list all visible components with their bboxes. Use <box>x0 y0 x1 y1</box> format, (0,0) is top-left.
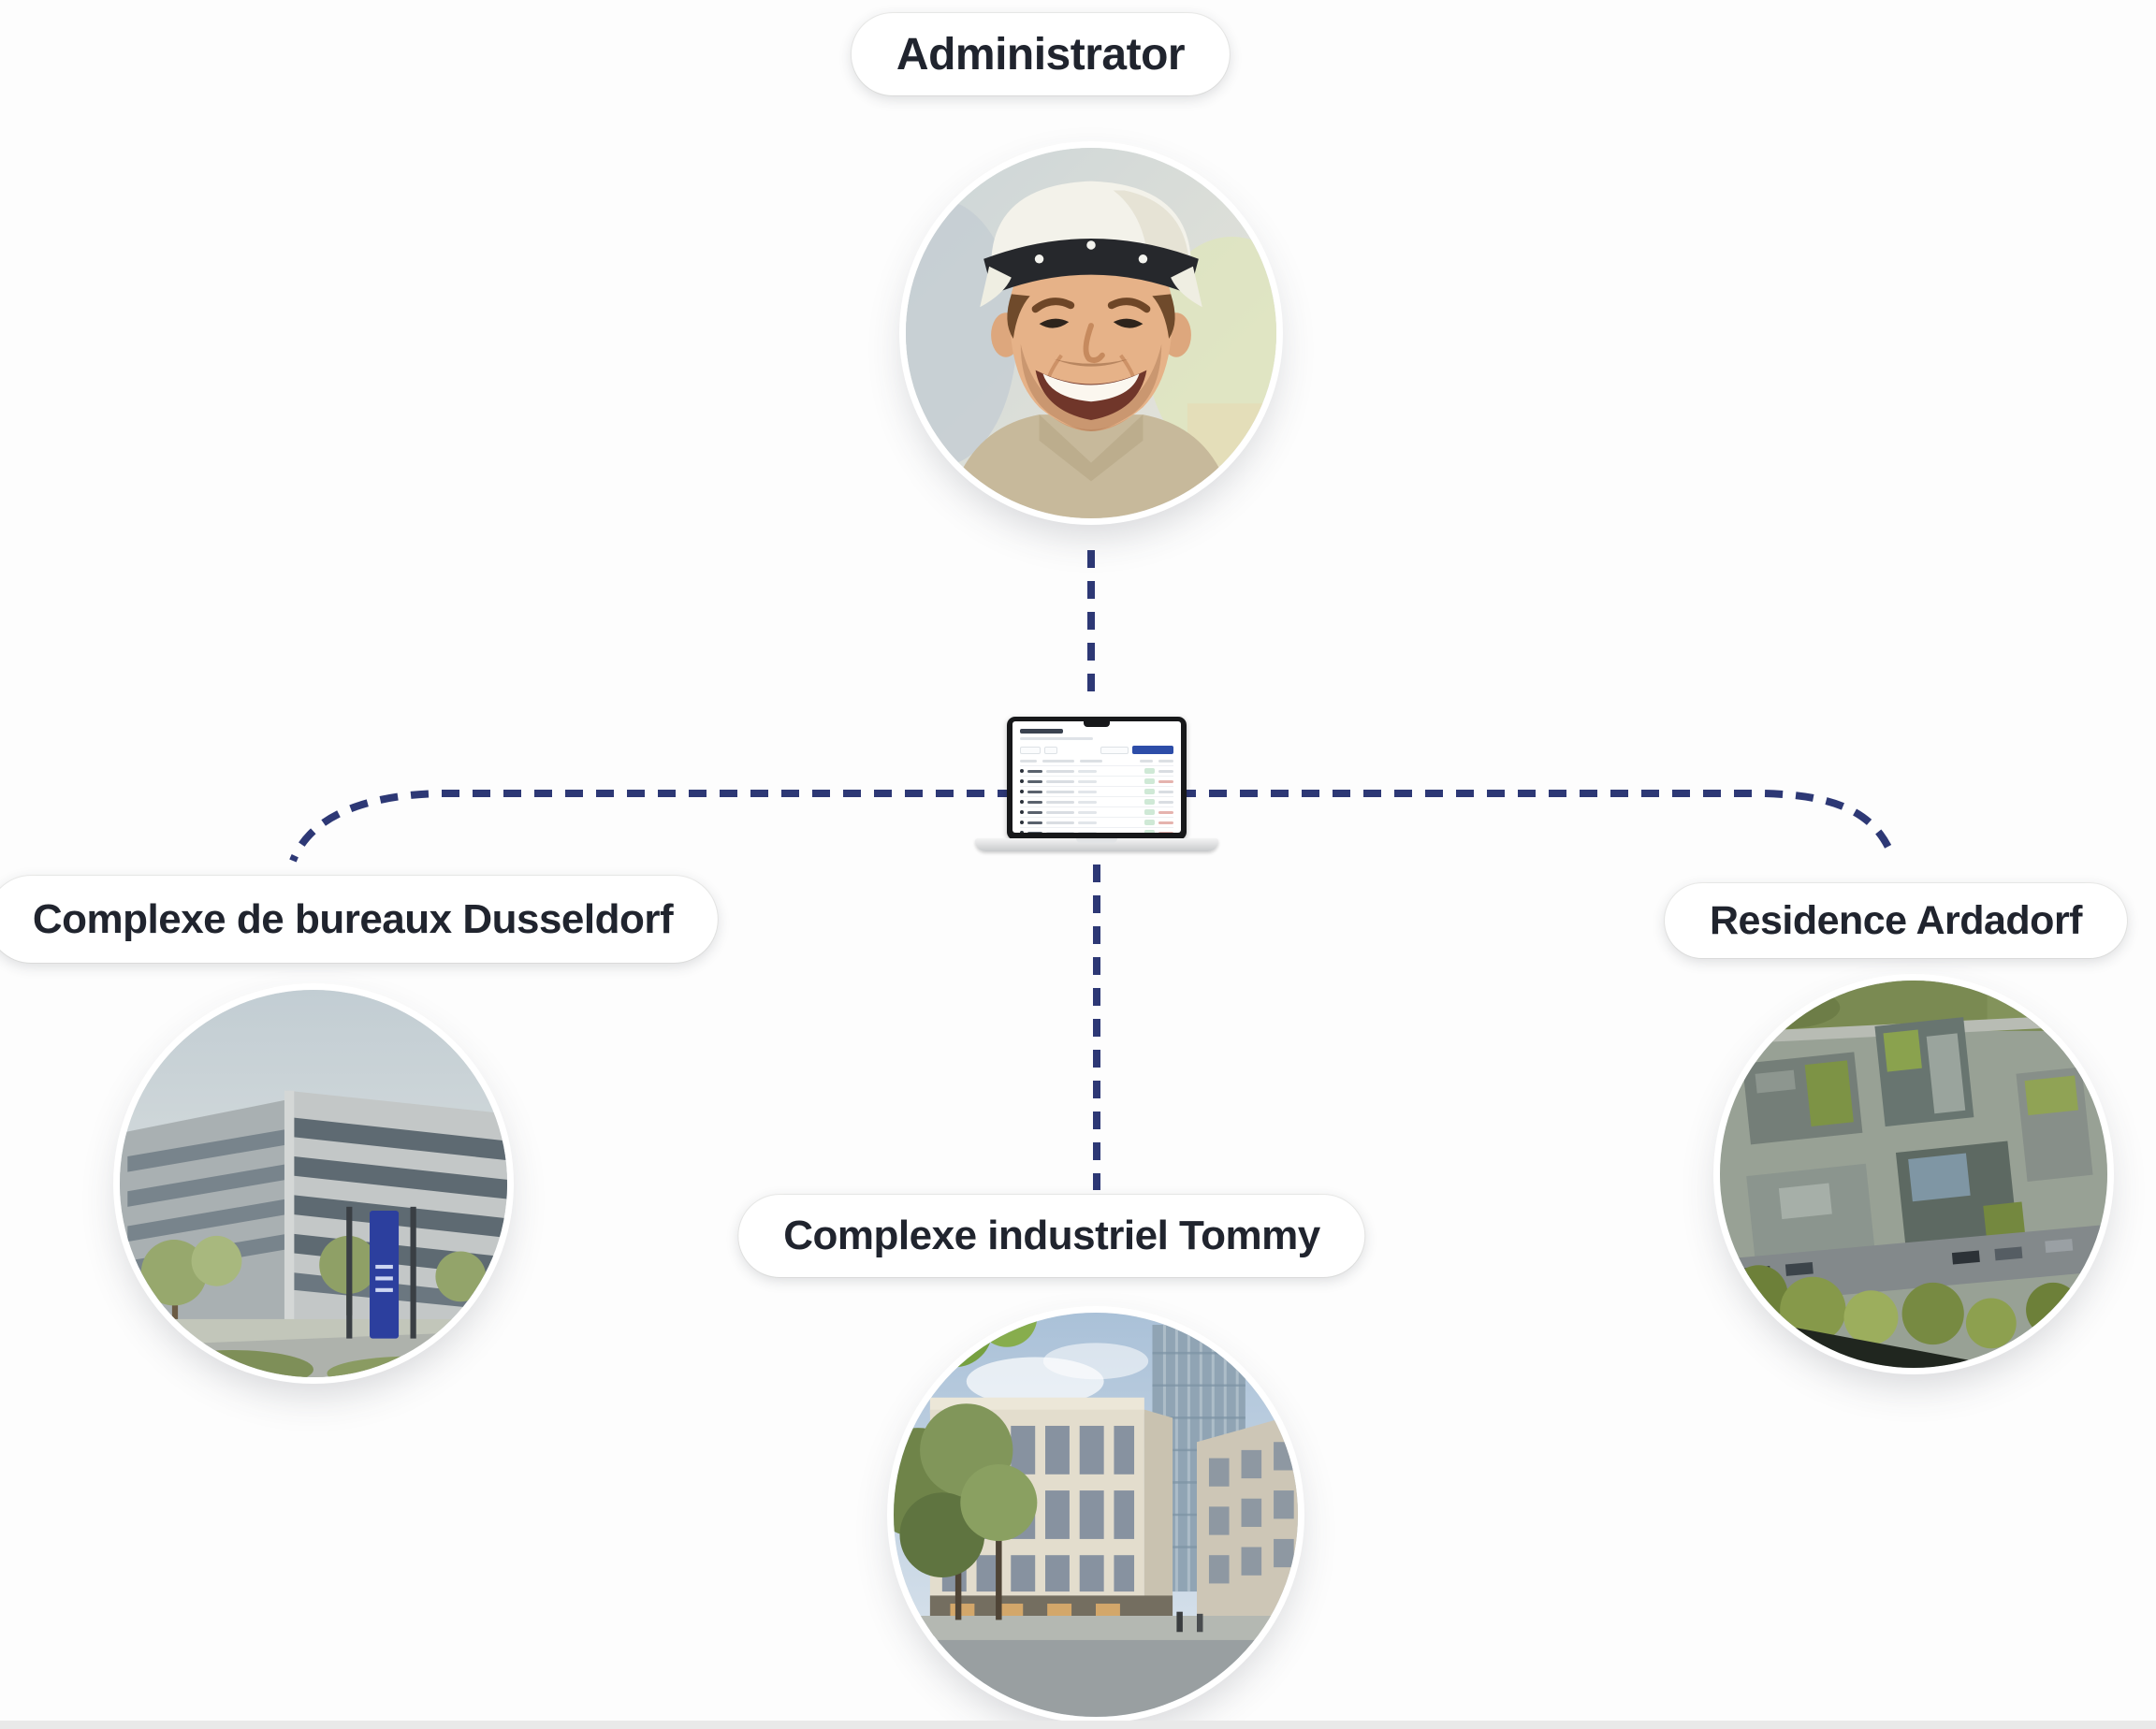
blue-totem-sign <box>370 1210 400 1339</box>
laptop-notch <box>1084 721 1110 727</box>
property-photo-dusseldorf <box>120 990 507 1377</box>
administrator-label: Administrator <box>851 13 1231 95</box>
connector-laptop-to-dusseldorf <box>289 790 1015 863</box>
laptop-screen <box>1007 717 1187 840</box>
property-label-tommy-text: Complexe industriel Tommy <box>783 1213 1320 1258</box>
aerial-residence-illustration <box>1720 981 2107 1368</box>
trees <box>140 1235 487 1319</box>
connector-laptop-to-ardadorf <box>1178 790 1895 855</box>
laptop-mock-toolbar <box>1020 746 1173 754</box>
property-label-dusseldorf-text: Complexe de bureaux Dusseldorf <box>32 895 674 942</box>
property-label-tommy: Complexe industriel Tommy <box>738 1195 1365 1277</box>
laptop-base <box>975 838 1218 851</box>
office-building-illustration <box>120 990 507 1377</box>
man-in-hard-hat-illustration <box>906 148 1276 518</box>
administrator-label-text: Administrator <box>896 29 1186 80</box>
administrator-photo <box>906 148 1276 518</box>
street-level-buildings-illustration <box>894 1313 1298 1717</box>
property-photo-ardadorf <box>1720 981 2107 1368</box>
laptop-mock-table-rows <box>1020 765 1173 833</box>
laptop-mock-title-bar <box>1020 729 1063 734</box>
property-label-ardadorf-text: Residence Ardadorf <box>1709 897 2083 943</box>
property-label-dusseldorf: Complexe de bureaux Dusseldorf <box>0 876 719 963</box>
property-label-ardadorf: Residence Ardadorf <box>1664 883 2128 958</box>
laptop-mock-subtitle-bar <box>1020 737 1093 740</box>
laptop-mock-primary-button <box>1132 746 1173 754</box>
laptop-illustration <box>975 717 1218 855</box>
bottom-edge-strip <box>0 1721 2156 1729</box>
property-photo-tommy <box>894 1313 1298 1717</box>
laptop-dashboard-screen <box>1012 721 1181 833</box>
laptop-mock-table-header <box>1020 760 1173 765</box>
